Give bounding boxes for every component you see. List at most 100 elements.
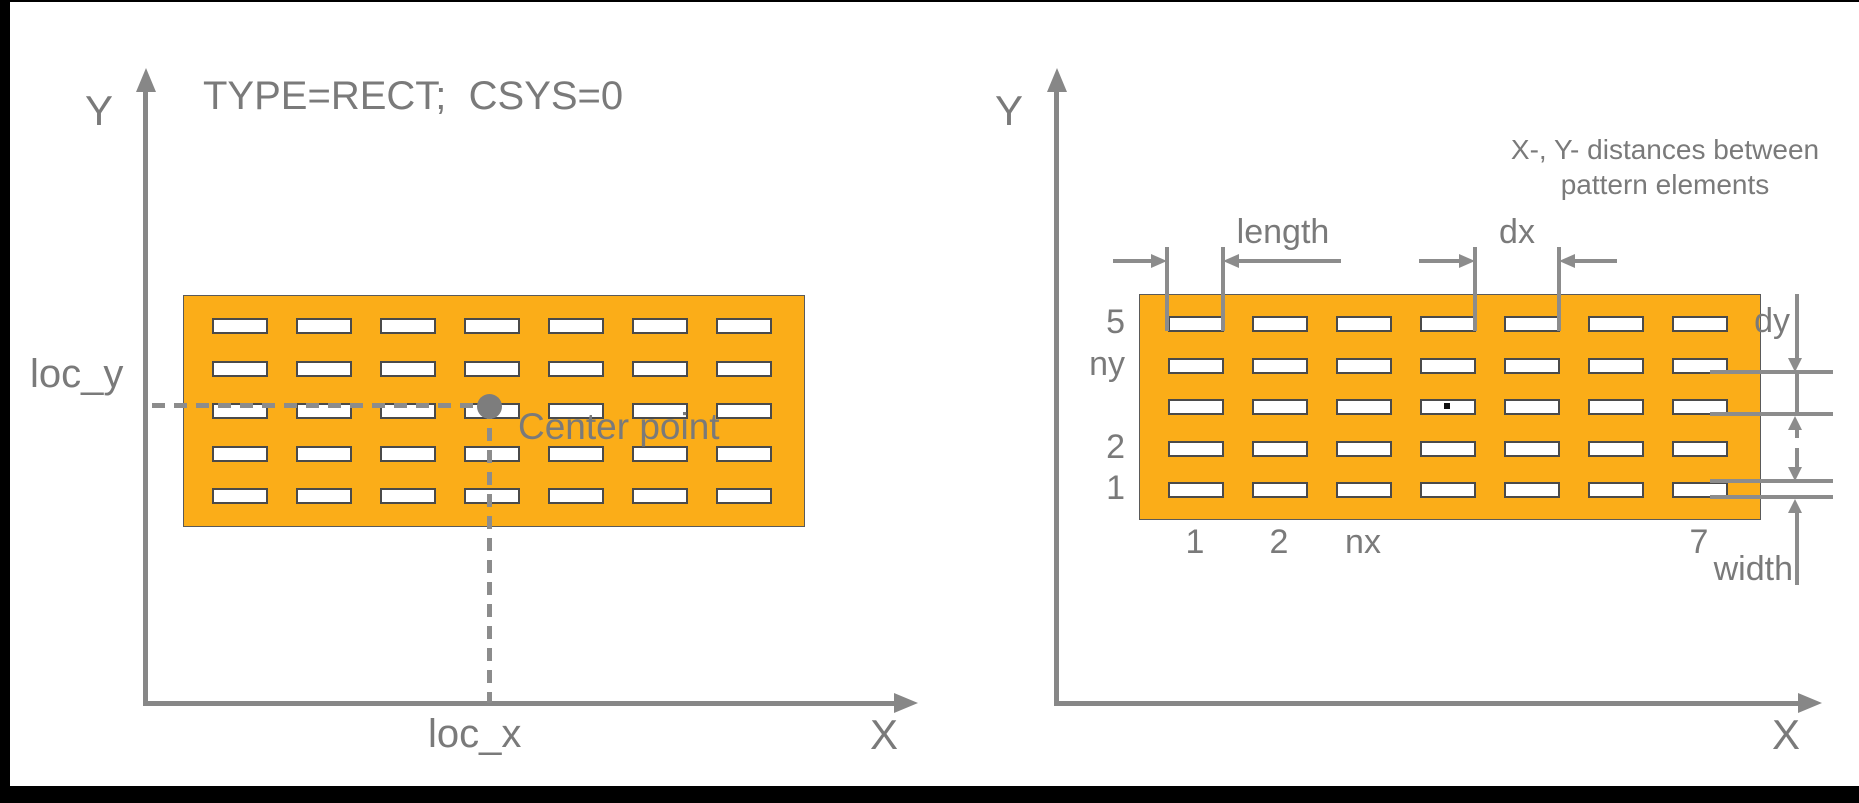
pattern-slot bbox=[632, 445, 688, 462]
pattern-plate-right bbox=[1139, 294, 1761, 520]
left-x-axis-label: X bbox=[870, 711, 899, 758]
pattern-slot bbox=[1336, 440, 1392, 457]
dx-dim-label: dx bbox=[1499, 213, 1535, 251]
right-x-axis bbox=[1054, 701, 1798, 706]
pattern-slot bbox=[380, 360, 436, 377]
col-index-label: 1 bbox=[1185, 523, 1205, 561]
pattern-slot bbox=[716, 403, 772, 419]
pattern-slot bbox=[1504, 357, 1560, 374]
dx-arrowhead-right-icon bbox=[1559, 254, 1575, 268]
pattern-slot bbox=[548, 445, 604, 462]
pattern-slot bbox=[1504, 316, 1560, 332]
pattern-slot bbox=[1420, 316, 1476, 332]
col-index-label: 2 bbox=[1269, 523, 1289, 561]
col-index-label: nx bbox=[1345, 523, 1381, 561]
pattern-slot bbox=[632, 488, 688, 504]
pattern-slot bbox=[1168, 357, 1224, 374]
dx-arrow-line-right bbox=[1575, 259, 1617, 263]
pattern-slot bbox=[296, 360, 352, 377]
pattern-slot bbox=[212, 318, 268, 334]
right-x-axis-arrow-icon bbox=[1798, 693, 1822, 713]
width-ref-line-top bbox=[1710, 479, 1833, 483]
pattern-slot bbox=[464, 445, 520, 462]
pattern-slot bbox=[1168, 399, 1224, 415]
dy-dim-label: dy bbox=[1754, 302, 1790, 340]
dx-arrowhead-left-icon bbox=[1459, 254, 1475, 268]
pattern-slot bbox=[1252, 399, 1308, 415]
pattern-slot bbox=[1588, 316, 1644, 332]
loc-y-label: loc_y bbox=[30, 352, 124, 396]
pattern-slot bbox=[212, 360, 268, 377]
row-index-label: ny bbox=[1089, 344, 1125, 383]
dy-ref-line-bottom bbox=[1710, 412, 1833, 416]
pattern-slot bbox=[1420, 482, 1476, 498]
pattern-slot bbox=[296, 318, 352, 334]
pattern-slot bbox=[1252, 440, 1308, 457]
width-arrowhead-down-icon bbox=[1788, 467, 1802, 481]
pattern-slot bbox=[464, 488, 520, 504]
note-line-1: X-, Y- distances between bbox=[1510, 134, 1820, 165]
length-dim-label: length bbox=[1236, 213, 1330, 251]
pattern-slot bbox=[1672, 482, 1728, 498]
dy-stem-mid bbox=[1795, 374, 1799, 412]
pattern-slot bbox=[1420, 357, 1476, 374]
width-dim-label: width bbox=[1713, 550, 1793, 588]
pattern-slot bbox=[548, 403, 604, 419]
pattern-slot bbox=[1336, 316, 1392, 332]
pattern-slot bbox=[1420, 440, 1476, 457]
dy-stem-bottom bbox=[1795, 428, 1799, 438]
width-stem-bottom bbox=[1795, 511, 1799, 585]
center-point-label: Center point bbox=[518, 406, 720, 447]
dy-arrowhead-down-icon bbox=[1788, 358, 1802, 372]
pattern-slot bbox=[632, 318, 688, 334]
note-line-2: pattern elements bbox=[1560, 169, 1770, 200]
left-y-axis-label: Y bbox=[85, 87, 114, 134]
row-index-label: 5 bbox=[1106, 303, 1125, 341]
dy-stem-top bbox=[1795, 294, 1799, 358]
length-arrowhead-left-icon bbox=[1151, 254, 1167, 268]
pattern-slot bbox=[380, 445, 436, 462]
pattern-slot bbox=[1336, 482, 1392, 498]
left-y-axis-arrow-icon bbox=[136, 68, 156, 92]
pattern-slot bbox=[212, 445, 268, 462]
pattern-slot bbox=[716, 318, 772, 334]
dy-ref-line-top bbox=[1710, 370, 1833, 374]
pattern-slot bbox=[716, 488, 772, 504]
dy-arrowhead-up-icon bbox=[1788, 416, 1802, 430]
pattern-slot bbox=[1336, 357, 1392, 374]
note-distances: X-, Y- distances between pattern element… bbox=[1455, 132, 1859, 202]
left-x-axis bbox=[143, 701, 894, 706]
plate-center-mark-icon bbox=[1444, 403, 1450, 409]
pattern-slot bbox=[1252, 482, 1308, 498]
pattern-slot bbox=[1588, 357, 1644, 374]
pattern-slot bbox=[632, 360, 688, 377]
length-arrowhead-right-icon bbox=[1223, 254, 1239, 268]
width-stem-top bbox=[1795, 448, 1799, 468]
pattern-slot bbox=[380, 318, 436, 334]
pattern-slot bbox=[1588, 440, 1644, 457]
length-tick-right bbox=[1221, 247, 1225, 331]
pattern-slot bbox=[716, 445, 772, 462]
pattern-slot bbox=[296, 445, 352, 462]
length-tick-left bbox=[1165, 247, 1169, 331]
length-arrow-line-right bbox=[1239, 259, 1341, 263]
pattern-slot bbox=[1504, 399, 1560, 415]
row-index-label: 1 bbox=[1106, 469, 1125, 507]
pattern-slot bbox=[1588, 482, 1644, 498]
pattern-slot bbox=[1588, 399, 1644, 415]
loc-x-dashed-line bbox=[487, 406, 492, 703]
left-panel-title: TYPE=RECT; CSYS=0 bbox=[203, 74, 624, 118]
length-arrow-line-left bbox=[1113, 259, 1153, 263]
pattern-slot bbox=[1168, 482, 1224, 498]
right-y-axis-arrow-icon bbox=[1047, 68, 1067, 92]
pattern-slot bbox=[1672, 399, 1728, 415]
dx-tick-left bbox=[1473, 247, 1477, 331]
pattern-slot bbox=[1168, 440, 1224, 457]
dx-arrow-line-left bbox=[1419, 259, 1459, 263]
pattern-slot bbox=[1504, 482, 1560, 498]
pattern-slot bbox=[1672, 316, 1728, 332]
dx-tick-right bbox=[1557, 247, 1561, 331]
pattern-slot bbox=[1252, 357, 1308, 374]
left-y-axis bbox=[143, 86, 148, 706]
right-y-axis bbox=[1054, 86, 1059, 706]
